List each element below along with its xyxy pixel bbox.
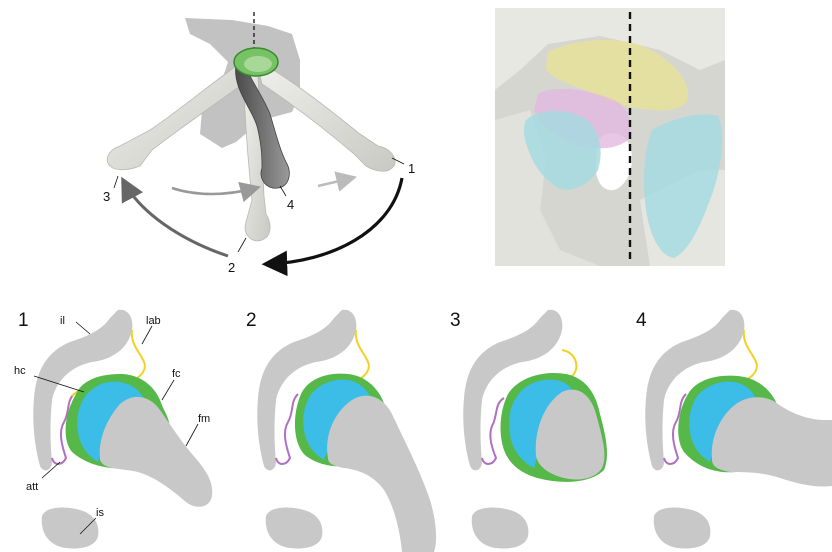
ischium — [654, 508, 711, 549]
label-il: il — [60, 315, 65, 327]
leader-lab — [142, 326, 152, 344]
label-is: is — [96, 507, 104, 519]
label-hc: hc — [14, 365, 26, 377]
leader-2 — [238, 238, 246, 252]
acetabulum-render — [495, 8, 725, 266]
attachment — [276, 394, 298, 464]
leader-fc — [162, 380, 174, 400]
panel-number-3: 3 — [450, 310, 461, 331]
label-att: att — [26, 481, 38, 493]
joint-panel-1: 1 il lab hc fc fm att is — [14, 310, 212, 549]
femur — [712, 397, 832, 486]
panel-number-1: 1 — [18, 310, 29, 331]
femur — [327, 396, 436, 552]
position-label-1: 1 — [408, 161, 415, 176]
leader-il — [76, 322, 90, 334]
joint-panel-2: 2 — [246, 310, 436, 552]
panel-number-2: 2 — [246, 310, 257, 331]
position-label-4: 4 — [287, 197, 294, 212]
label-fm: fm — [198, 413, 210, 425]
ischium — [472, 508, 529, 549]
ischium — [266, 508, 323, 549]
label-fc: fc — [172, 368, 181, 380]
femur — [100, 397, 213, 507]
position-label-2: 2 — [228, 260, 235, 275]
panel-number-4: 4 — [636, 310, 647, 331]
arrow-1-to-2 — [268, 178, 402, 264]
leader-4 — [280, 186, 286, 196]
arrow-4-to-1 — [318, 178, 352, 186]
femur-motion-render: 1 2 3 4 — [103, 12, 415, 275]
joint-panel-4: 4 — [636, 310, 832, 549]
arrow-3-to-4 — [172, 188, 256, 194]
leader-fm — [186, 424, 198, 446]
position-label-3: 3 — [103, 189, 110, 204]
ischium — [42, 508, 99, 549]
leader-3 — [114, 176, 118, 188]
femoral-head-highlight — [244, 56, 272, 72]
joint-panel-3: 3 — [450, 310, 607, 549]
label-lab: lab — [146, 315, 161, 327]
